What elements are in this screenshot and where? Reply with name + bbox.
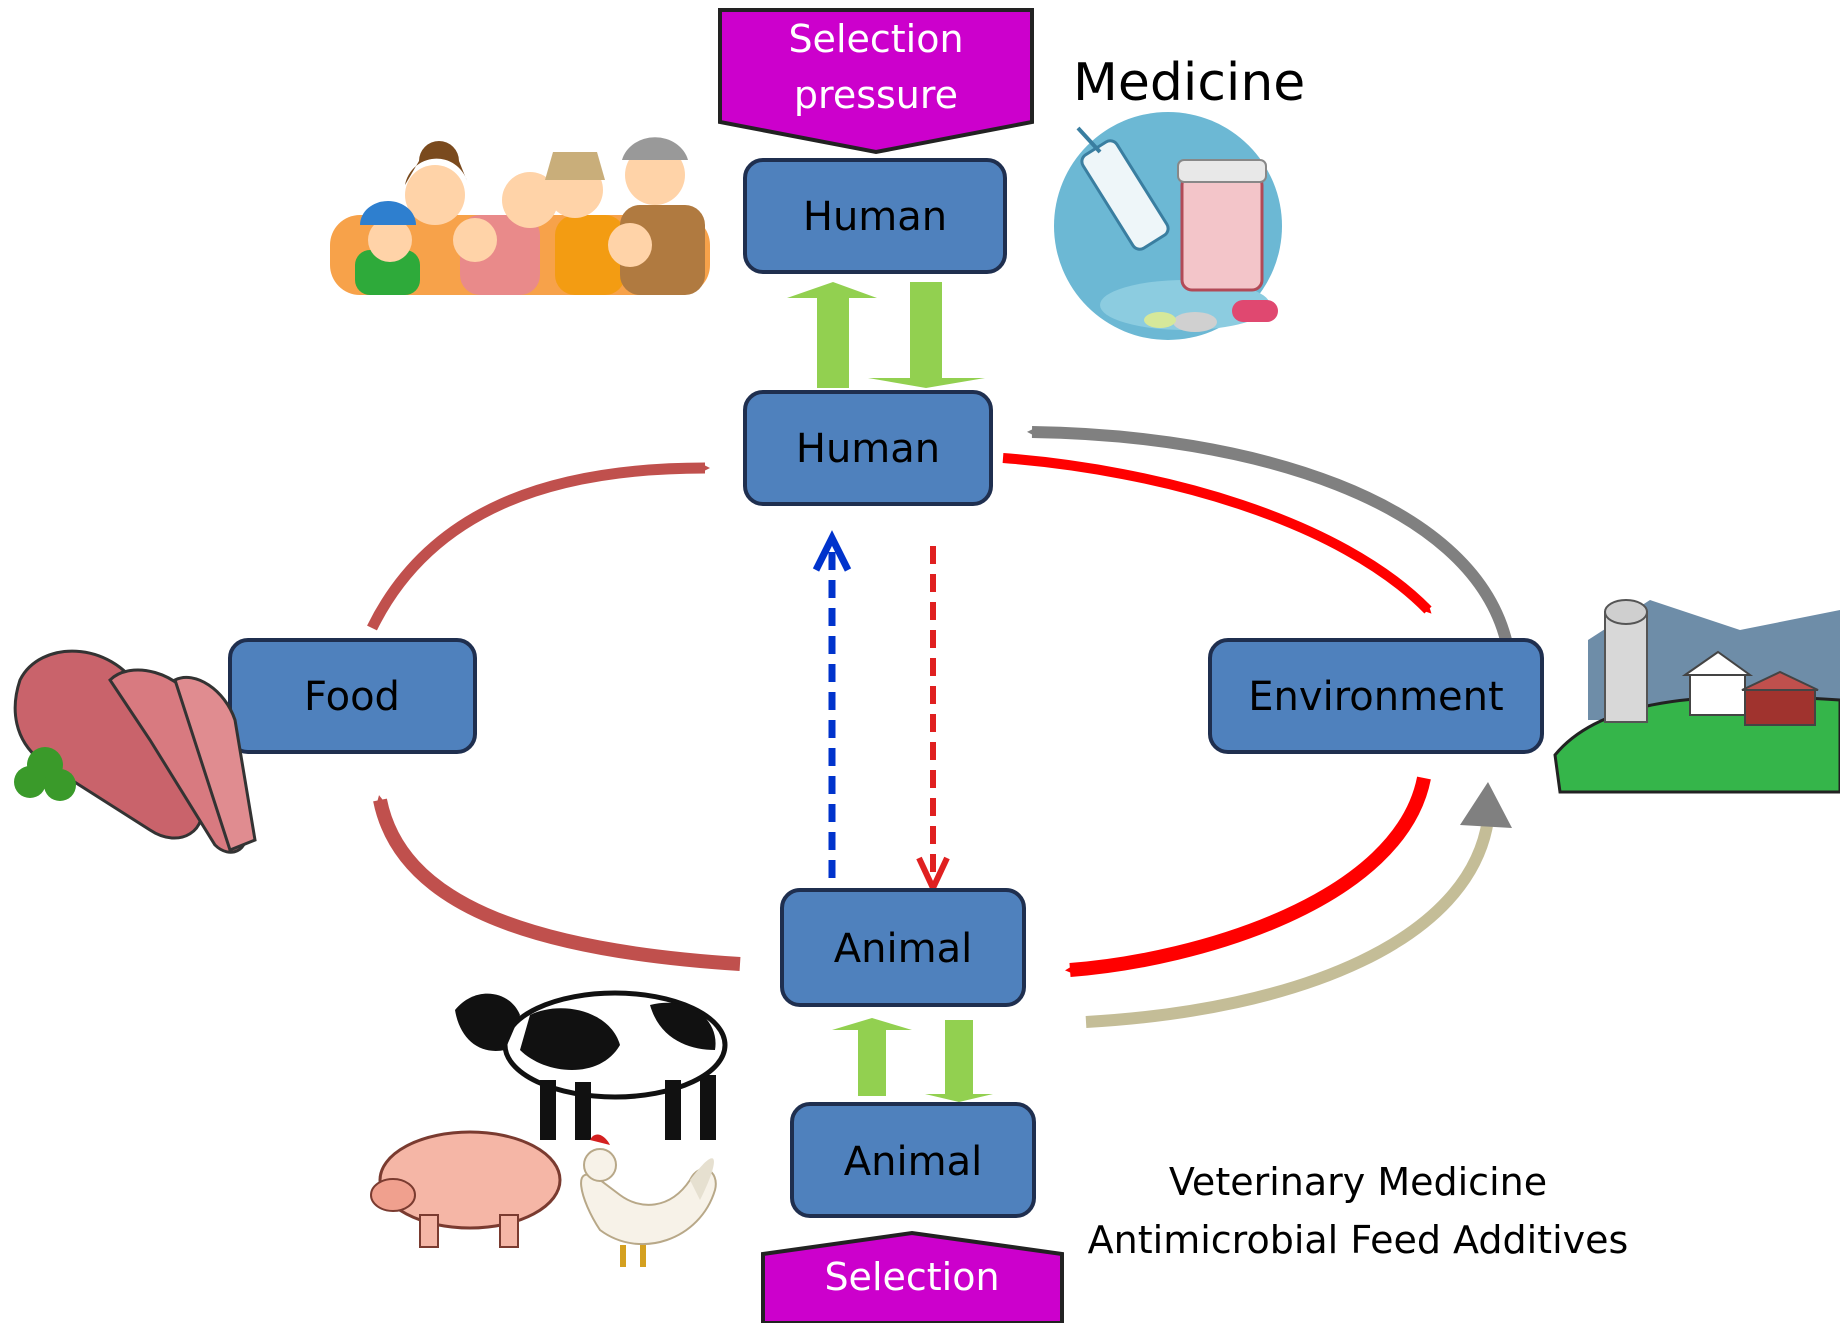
animal-to-environment-arrow — [1085, 819, 1494, 1028]
medicine-label: Medicine — [1073, 53, 1305, 113]
green-arrow-up-top — [787, 282, 877, 388]
node-environment-label: Environment — [1248, 674, 1503, 720]
node-animal-center: Animal — [780, 888, 1026, 1007]
node-animal-bottom-label: Animal — [844, 1139, 982, 1185]
node-animal-bottom: Animal — [790, 1102, 1036, 1218]
food-to-human-arrow — [367, 462, 710, 631]
medicine-icon — [1054, 112, 1282, 340]
node-human-center-label: Human — [796, 426, 940, 472]
human-to-environment-arrow — [1002, 453, 1432, 614]
environment-to-human-arrow — [1027, 426, 1512, 642]
meat-icon — [13, 649, 257, 854]
green-arrow-up-bottom — [832, 1018, 912, 1096]
animal-to-environment-arrowhead — [1460, 782, 1512, 828]
farm-icon — [1553, 599, 1840, 795]
environment-to-animal-arrow — [1065, 776, 1431, 977]
veterinary-line2: Antimicrobial Feed Additives — [1088, 1218, 1629, 1262]
cow-icon — [455, 990, 728, 1140]
selection-top-line2: pressure — [794, 73, 958, 117]
node-food-label: Food — [304, 674, 400, 720]
node-human-top: Human — [743, 158, 1007, 274]
green-arrow-down-top — [868, 282, 985, 388]
green-arrow-down-bottom — [925, 1020, 993, 1102]
animal-to-food-arrow — [373, 795, 741, 971]
node-environment: Environment — [1208, 638, 1544, 754]
selection-top-line1: Selection — [788, 17, 963, 61]
veterinary-line1: Veterinary Medicine — [1169, 1160, 1547, 1204]
pig-icon — [370, 1130, 562, 1248]
rooster-icon — [580, 1134, 717, 1267]
red-dashed-arrow — [916, 546, 950, 896]
node-human-center: Human — [743, 390, 993, 506]
node-animal-center-label: Animal — [834, 926, 972, 972]
selection-pressure-bottom: Selection — [761, 1230, 1064, 1323]
node-human-top-label: Human — [803, 194, 947, 240]
node-food: Food — [228, 638, 477, 754]
selection-bottom-line1: Selection — [824, 1255, 999, 1299]
family-icon — [330, 137, 710, 295]
blue-dashed-arrow — [812, 530, 852, 878]
selection-pressure-top: Selection pressure — [718, 8, 1034, 155]
